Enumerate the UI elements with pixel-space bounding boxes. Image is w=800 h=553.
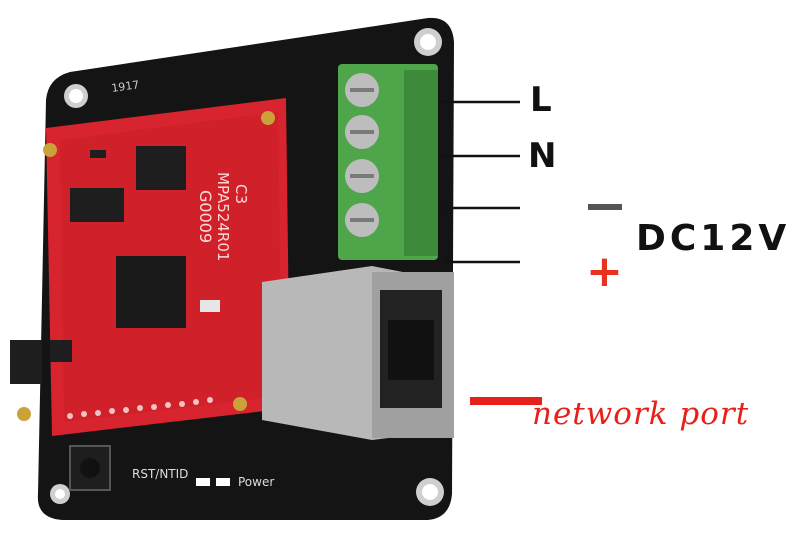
label-n: N — [528, 136, 557, 176]
power-label: Power — [238, 475, 274, 489]
year-mark: 1917 — [111, 78, 141, 95]
screw-icon — [345, 73, 379, 107]
main-chip — [116, 256, 186, 328]
led-icon — [216, 478, 230, 486]
leader-lines — [438, 100, 520, 264]
screw-icon — [345, 203, 379, 237]
led-icon — [196, 478, 210, 486]
label-dc12v: DC12V — [636, 218, 791, 259]
minus-sign — [588, 204, 622, 210]
label-l: L — [530, 80, 552, 120]
screw-icon — [345, 115, 379, 149]
mounting-hole-icon — [416, 478, 444, 506]
rst-label: RST/NTID — [132, 467, 188, 481]
mounting-hole-icon — [64, 84, 88, 108]
module-id: G0009 — [196, 190, 215, 243]
module-rev: C3 — [232, 184, 250, 204]
module-code: MPA524R01 — [214, 172, 232, 261]
mounting-hole-icon — [50, 484, 70, 504]
plus-sign: + — [586, 246, 623, 297]
label-network-port: network port — [532, 396, 750, 432]
network-port-marker — [470, 397, 542, 405]
screw-icon — [345, 159, 379, 193]
mounting-hole-icon — [414, 28, 442, 56]
solder-pads — [17, 111, 275, 421]
